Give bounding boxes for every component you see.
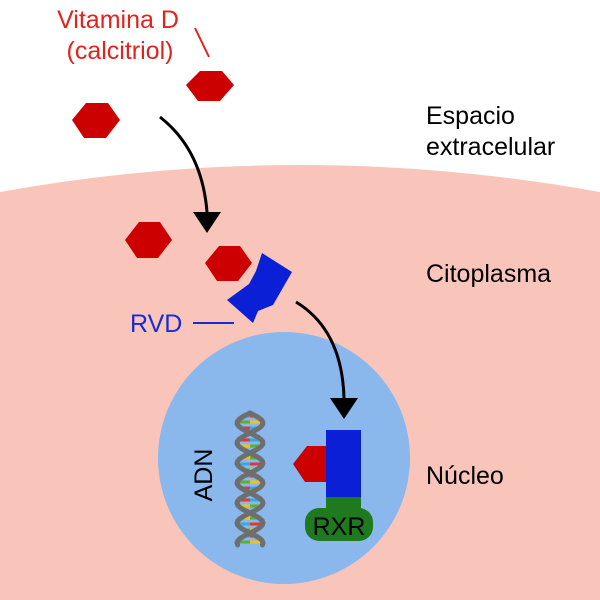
- dna-strand-a: [234, 410, 266, 548]
- vitamin-d-molecule: [186, 71, 234, 101]
- entry-arrowhead: [193, 212, 221, 233]
- nucleus-arrow: [295, 300, 346, 399]
- rxr-receptor: [305, 508, 373, 541]
- extracellular-label-line2: extracelular: [426, 133, 555, 161]
- dna-strand-b: [234, 410, 266, 548]
- adn-label: ADN: [190, 449, 218, 502]
- extracellular-label-line1: Espacio: [426, 102, 515, 130]
- cytoplasm-label: Citoplasma: [426, 260, 551, 288]
- vitamin-d-leader-line: [194, 27, 210, 58]
- calcitriol-label: (calcitriol): [67, 37, 174, 65]
- nucleus-arrowhead: [330, 398, 358, 419]
- rvd-label: RVD: [130, 310, 182, 338]
- dna-helix: [234, 410, 266, 548]
- entry-arrow: [159, 115, 209, 213]
- nucleus-label: Núcleo: [426, 462, 504, 490]
- vitamin-d-molecule: [205, 246, 252, 281]
- vitamin-d-molecule: [72, 103, 120, 138]
- vdr-receptor: [227, 253, 292, 323]
- vitamin-d-label: Vitamina D: [57, 6, 179, 34]
- vitamin-d-molecule: [125, 222, 172, 258]
- rxr-label: RXR: [313, 513, 366, 541]
- vdr-receptor-bound: [326, 430, 361, 498]
